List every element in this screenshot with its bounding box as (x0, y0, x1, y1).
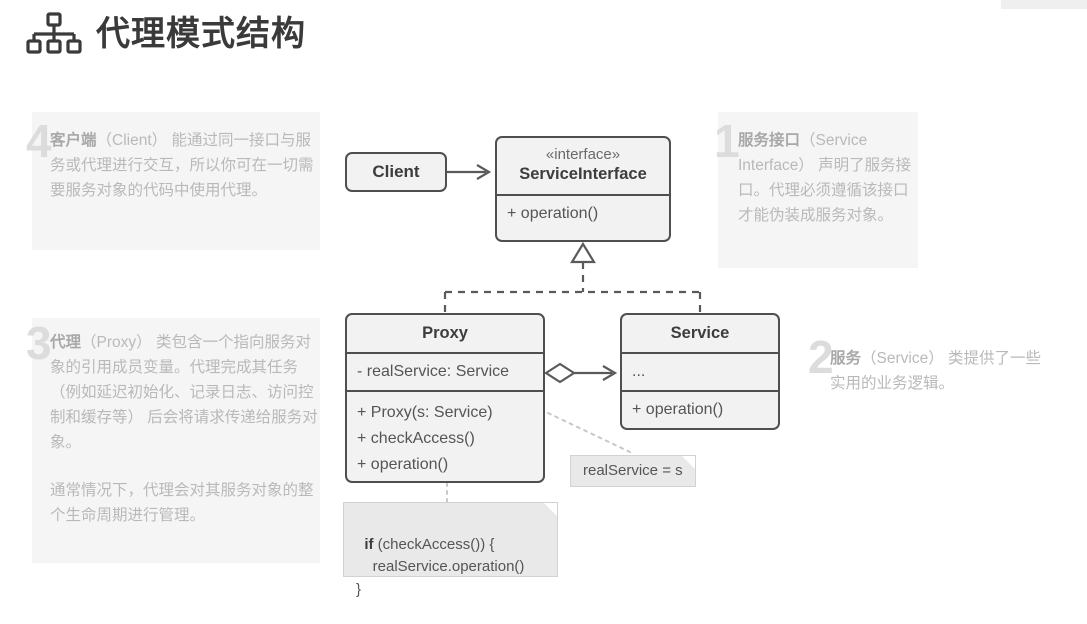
edge-realization-triangle (443, 241, 702, 313)
annotation-lead: 代理 (50, 334, 82, 351)
page-title: 代理模式结构 (96, 15, 306, 53)
annotation-paragraph: （Service） 类提供了一些实用的业务逻辑。 (830, 350, 1042, 393)
corner-accent-strip (1001, 0, 1087, 9)
annotation-lead: 服务 (830, 350, 862, 367)
class-operations: + operation() (622, 390, 778, 428)
annotation-number: 2 (808, 331, 834, 383)
annotation-paragraph: （Proxy） 类包含一个指向服务对象的引用成员变量。代理完成其任务 （例如延迟… (50, 334, 318, 452)
code-keyword: if (364, 535, 374, 553)
uml-class-client[interactable]: Client (345, 152, 447, 192)
annotation-text: 客户端（Client） 能通过同一接口与服务或代理进行交互，所以你可在一切需要服… (50, 128, 322, 203)
class-name: Service (670, 324, 730, 342)
note-fold-corner (544, 503, 557, 516)
annotation-text: 服务接口（Service Interface） 声明了服务接口。代理必须遵循该接… (738, 128, 918, 228)
note-text: realService = s (583, 461, 683, 479)
page-header: 代理模式结构 (26, 12, 306, 56)
annotation-number: 3 (26, 317, 52, 369)
annotation-panel-service: 2 服务（Service） 类提供了一些实用的业务逻辑。 (718, 330, 1048, 408)
uml-class-service[interactable]: Service ... + operation() (620, 313, 780, 430)
uml-note-code: if (checkAccess()) { realService.operati… (343, 502, 558, 598)
note-fold-corner (682, 456, 695, 469)
class-attributes: - realService: Service (347, 352, 543, 390)
code-body: (checkAccess()) { realService.operation(… (356, 535, 525, 598)
class-name: Proxy (422, 324, 468, 342)
class-attributes: ... (622, 352, 778, 390)
annotation-lead: 服务接口 (738, 132, 801, 149)
class-operations: + operation() (497, 194, 669, 232)
annotation-text: 服务（Service） 类提供了一些实用的业务逻辑。 (830, 346, 1050, 396)
annotation-text: 代理（Proxy） 类包含一个指向服务对象的引用成员变量。代理完成其任务 （例如… (50, 330, 325, 528)
annotation-panel-client: 4 客户端（Client） 能通过同一接口与服务或代理进行交互，所以你可在一切需… (26, 112, 322, 250)
annotation-paragraph: （Client） 能通过同一接口与服务或代理进行交互，所以你可在一切需要服务对象… (50, 132, 314, 200)
uml-class-service-interface[interactable]: «interface» ServiceInterface + operation… (495, 136, 671, 242)
annotation-number: 4 (26, 115, 52, 167)
edge-proxy-aggregates-service (543, 362, 618, 384)
annotation-paragraph: （Service Interface） 声明了服务接口。代理必须遵循该接口才能伪… (738, 132, 912, 225)
sitemap-icon (26, 12, 82, 56)
annotation-number: 1 (714, 115, 740, 167)
annotation-lead: 客户端 (50, 132, 97, 149)
class-operations: + Proxy(s: Service) + checkAccess() + op… (347, 390, 543, 481)
annotation-panel-service-interface: 1 服务接口（Service Interface） 声明了服务接口。代理必须遵循… (714, 112, 918, 268)
uml-note-realservice: realService = s (570, 455, 696, 487)
uml-class-proxy[interactable]: Proxy - realService: Service + Proxy(s: … (345, 313, 545, 483)
annotation-paragraph: 通常情况下，代理会对其服务对象的整个生命周期进行管理。 (50, 481, 314, 524)
class-stereotype: «interface» (545, 146, 621, 163)
edge-client-to-interface (447, 164, 492, 180)
class-name: ServiceInterface (519, 165, 647, 183)
class-name: Client (372, 162, 420, 181)
annotation-panel-proxy: 3 代理（Proxy） 类包含一个指向服务对象的引用成员变量。代理完成其任务 （… (26, 318, 320, 563)
